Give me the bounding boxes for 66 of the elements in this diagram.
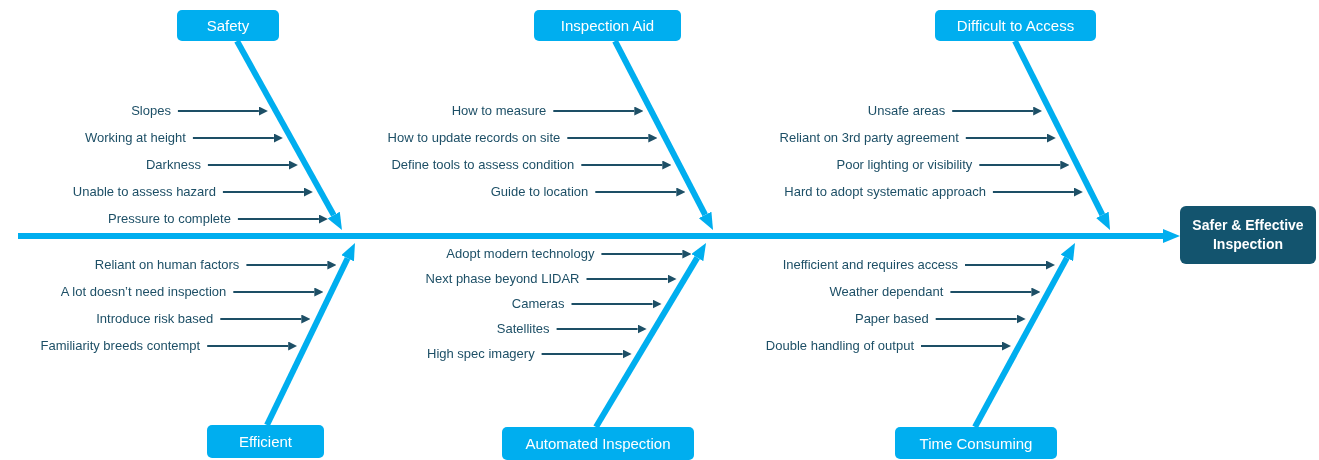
arrow <box>920 341 1011 351</box>
cause-label: Familiarity breeds contempt <box>40 338 208 354</box>
arrow <box>232 287 324 297</box>
cause-label: How to update records on site <box>387 130 568 146</box>
cause-label: Cameras <box>511 296 572 312</box>
cause-label: Reliant on human factors <box>94 257 247 273</box>
cause-label: Poor lighting or visibility <box>836 157 980 173</box>
arrow <box>594 187 686 197</box>
bone-arrow <box>593 243 706 429</box>
cause-label: Working at height <box>84 130 193 146</box>
cause-label: Guide to location <box>490 184 596 200</box>
cause-label: Unable to assess hazard <box>72 184 223 200</box>
arrow <box>949 287 1041 297</box>
cause-label: Paper based <box>854 311 936 327</box>
arrow <box>221 187 313 197</box>
cause-label: Weather dependant <box>829 284 951 300</box>
cause-label: Pressure to complete <box>108 211 238 227</box>
arrow <box>991 187 1083 197</box>
arrow <box>964 260 1055 270</box>
cause-label: Define tools to assess condition <box>391 157 582 173</box>
cause-label: Slopes <box>131 103 178 119</box>
cause-label: A lot doesn’t need inspection <box>60 284 234 300</box>
bone-arrow <box>234 39 342 230</box>
cause-label: Double handling of output <box>765 338 922 354</box>
arrow <box>600 249 692 259</box>
arrow <box>245 260 337 270</box>
arrow <box>566 133 658 143</box>
arrow <box>580 160 672 170</box>
bone-arrow <box>264 243 355 427</box>
arrow <box>555 324 647 334</box>
arrow <box>191 133 283 143</box>
category-box: Time Consuming <box>895 427 1057 459</box>
arrow <box>552 106 644 116</box>
cause-label: Next phase beyond LIDAR <box>425 271 587 287</box>
cause-label: Hard to adopt systematic approach <box>784 184 993 200</box>
category-box: Automated Inspection <box>502 427 694 460</box>
bone-arrow <box>612 39 714 230</box>
spine-arrow <box>18 229 1180 243</box>
arrow <box>934 314 1026 324</box>
arrow <box>951 106 1043 116</box>
arrow <box>570 299 662 309</box>
category-box: Safety <box>177 10 279 41</box>
cause-label: Reliant on 3rd party agreement <box>779 130 966 146</box>
cause-label: Satellites <box>496 321 557 337</box>
arrow <box>540 349 632 359</box>
arrow <box>176 106 268 116</box>
cause-label: High spec imagery <box>427 346 542 362</box>
cause-label: Darkness <box>145 157 208 173</box>
arrow <box>236 214 328 224</box>
category-box: Difficult to Access <box>935 10 1096 41</box>
effect-box: Safer & Effective Inspection <box>1180 206 1316 264</box>
cause-label: Inefficient and requires access <box>782 257 966 273</box>
cause-label: Unsafe areas <box>867 103 953 119</box>
bone-arrow <box>972 242 1075 429</box>
bone-arrow <box>1012 39 1111 230</box>
cause-label: Introduce risk based <box>96 311 221 327</box>
cause-label: How to measure <box>451 103 554 119</box>
arrow <box>219 314 311 324</box>
arrow <box>585 274 677 284</box>
category-box: Inspection Aid <box>534 10 681 41</box>
arrow <box>964 133 1056 143</box>
arrow <box>206 341 298 351</box>
category-box: Efficient <box>207 425 324 458</box>
cause-label: Adopt modern technology <box>446 246 602 262</box>
arrow <box>978 160 1070 170</box>
arrow <box>206 160 298 170</box>
